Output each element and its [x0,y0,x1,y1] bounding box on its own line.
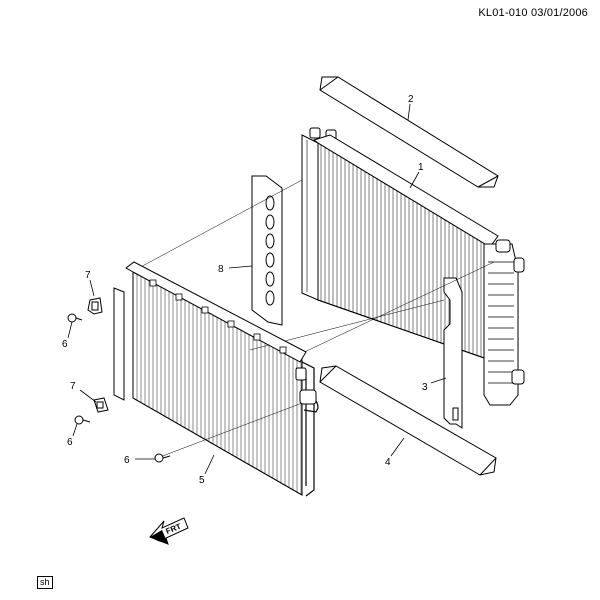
callout-bracket-upper: 7 [85,270,91,281]
lower-seal-strip [319,365,497,476]
bolt-lower [154,453,171,463]
side-baffle-right [443,277,463,429]
radiator-core [301,127,525,406]
callout-side-baffle-right: 3 [422,382,428,393]
callout-bolt-upper: 6 [62,339,68,350]
diagram-header: KL01-010 03/01/2006 [478,7,588,19]
callout-side-baffle-left: 8 [218,264,224,275]
callout-bolt-lower: 6 [124,455,130,466]
callout-lower-seal: 4 [385,457,391,468]
leader-lines [67,103,447,475]
callout-upper-seal: 2 [408,94,414,105]
diagram-code: KL01-010 [478,7,528,19]
condenser-core [113,261,319,497]
callout-bracket-lower: 7 [70,381,76,392]
upper-seal-strip [319,76,499,188]
bolt-middle [74,415,91,425]
bracket-upper [87,297,103,315]
callout-condenser: 5 [199,475,205,486]
bracket-lower [93,397,109,413]
footer-badge: sh [37,576,53,589]
bolt-upper [67,313,83,323]
front-direction-arrow: FRT [149,517,189,545]
callout-bolt-middle: 6 [67,437,73,448]
callout-radiator: 1 [418,162,424,173]
diagram-date: 03/01/2006 [530,7,588,19]
side-baffle-left [251,175,283,326]
